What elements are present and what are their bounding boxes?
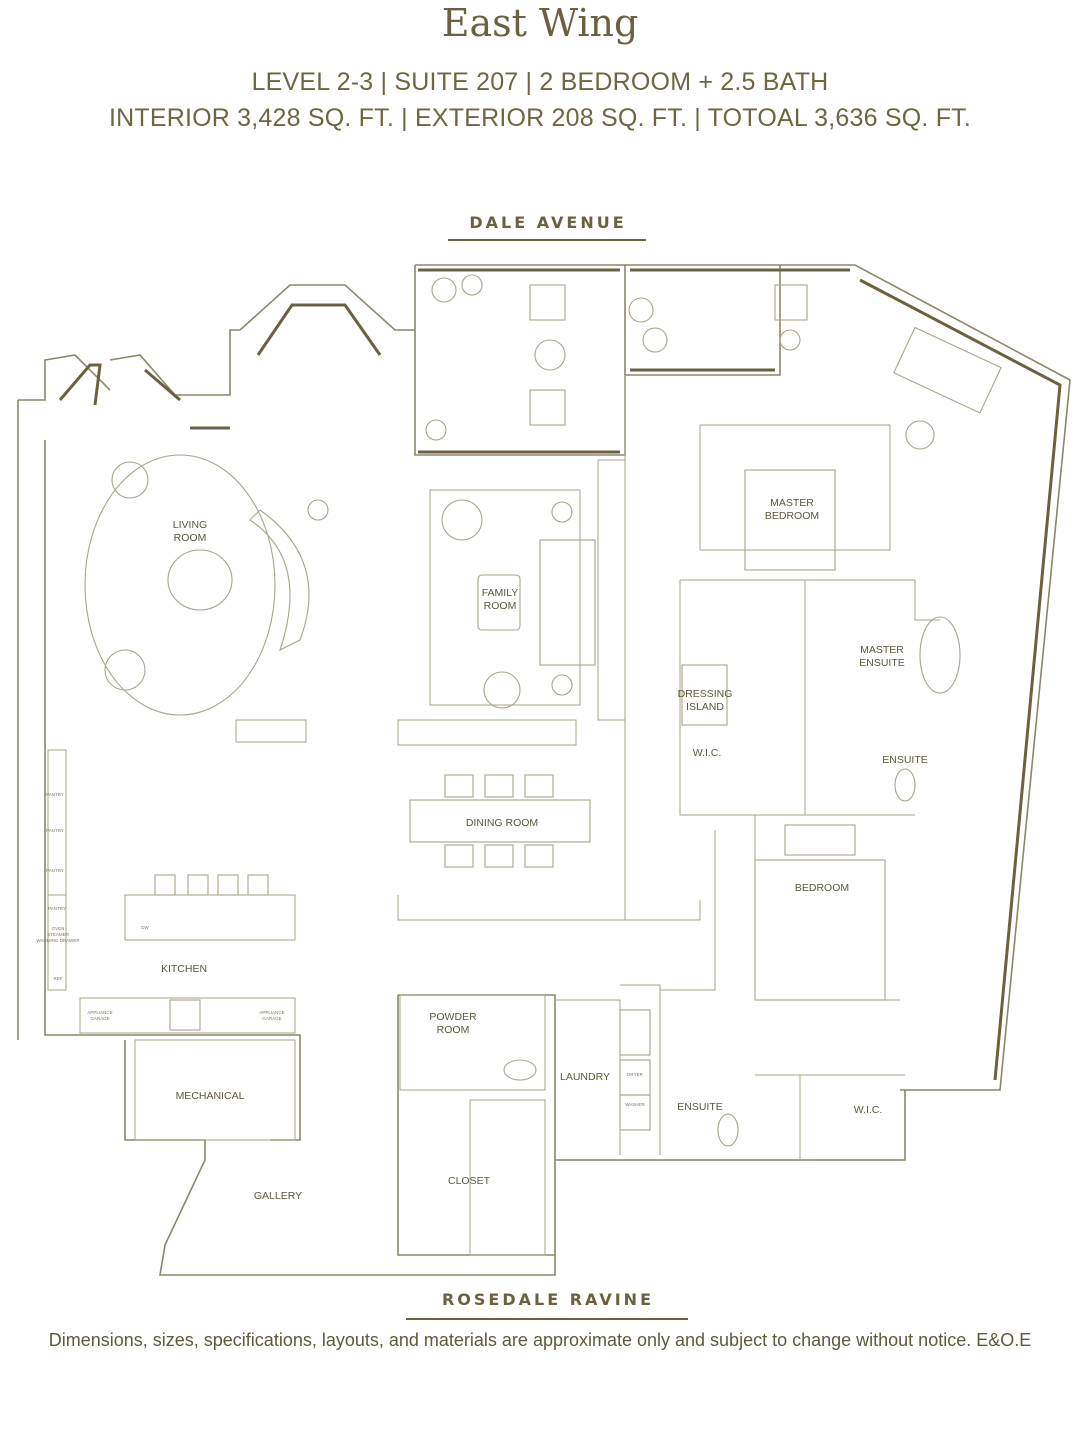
label-master-bedroom-1: MASTER [770, 497, 814, 509]
label-washer: WASHER [625, 1102, 645, 1107]
label-dressing-island-2: ISLAND [686, 701, 724, 713]
label-appliance-garage-right-1: APPLIANCE [259, 1010, 284, 1015]
label-ensuite-master-side: ENSUITE [882, 754, 928, 766]
label-powder-room-2: ROOM [437, 1024, 470, 1036]
room-labels: LIVING ROOM FAMILY ROOM MASTER BEDROOM M… [161, 497, 928, 1202]
plan-title: East Wing [441, 1, 639, 45]
label-dressing-island-1: DRESSING [678, 688, 733, 700]
label-pantry-4: PANTRY [48, 906, 66, 911]
label-mechanical: MECHANICAL [176, 1090, 245, 1102]
label-powder-room-1: POWDER [429, 1011, 477, 1023]
label-master-ensuite-2: ENSUITE [859, 657, 905, 669]
furniture [84, 274, 1002, 1147]
label-oven: OVEN [52, 926, 65, 931]
label-appliance-garage-left-2: GARAGE [90, 1016, 109, 1021]
disclaimer: Dimensions, sizes, specifications, layou… [48, 1330, 1032, 1350]
label-appliance-garage-right-2: GARAGE [262, 1016, 281, 1021]
street-underline-bottom [406, 1318, 688, 1320]
label-steamer: STEAMER [47, 932, 70, 937]
label-living-1: LIVING [173, 519, 207, 531]
label-ensuite-bedroom: ENSUITE [677, 1101, 723, 1113]
street-label-bottom: ROSEDALE RAVINE [441, 1290, 654, 1309]
label-wic-master: W.I.C. [693, 747, 722, 759]
label-family-1: FAMILY [482, 587, 519, 599]
street-underline-top [448, 239, 646, 241]
label-living-2: ROOM [174, 532, 207, 544]
label-wic-bedroom: W.I.C. [854, 1104, 883, 1116]
suite-summary: LEVEL 2-3 | SUITE 207 | 2 BEDROOM + 2.5 … [251, 68, 829, 96]
area-summary: INTERIOR 3,428 SQ. FT. | EXTERIOR 208 SQ… [108, 104, 972, 132]
label-closet: CLOSET [448, 1175, 491, 1187]
appliance-labels: PANTRY PANTRY PANTRY PANTRY OVEN STEAMER… [36, 792, 645, 1107]
label-dryer: DRYER [627, 1072, 643, 1077]
label-laundry: LAUNDRY [560, 1071, 610, 1083]
windows [58, 268, 1062, 1081]
label-gallery: GALLERY [254, 1190, 302, 1202]
floor-plan: LIVING ROOM FAMILY ROOM MASTER BEDROOM M… [17, 264, 1071, 1276]
label-dining-room: DINING ROOM [466, 817, 538, 829]
label-master-bedroom-2: BEDROOM [765, 510, 819, 522]
label-warming-drawer: WARMING DRAWER [36, 938, 80, 943]
exterior-walls [17, 264, 1071, 1276]
label-bedroom: BEDROOM [795, 882, 849, 894]
label-appliance-garage-left-1: APPLIANCE [87, 1010, 112, 1015]
label-ref: REF [54, 976, 63, 981]
label-dw: DW [141, 925, 149, 930]
label-pantry-2: PANTRY [46, 828, 64, 833]
label-family-2: ROOM [484, 600, 517, 612]
label-pantry-1: PANTRY [46, 792, 64, 797]
label-pantry-3: PANTRY [46, 868, 64, 873]
street-label-top: DALE AVENUE [469, 213, 627, 232]
label-kitchen: KITCHEN [161, 963, 207, 975]
label-master-ensuite-1: MASTER [860, 644, 904, 656]
